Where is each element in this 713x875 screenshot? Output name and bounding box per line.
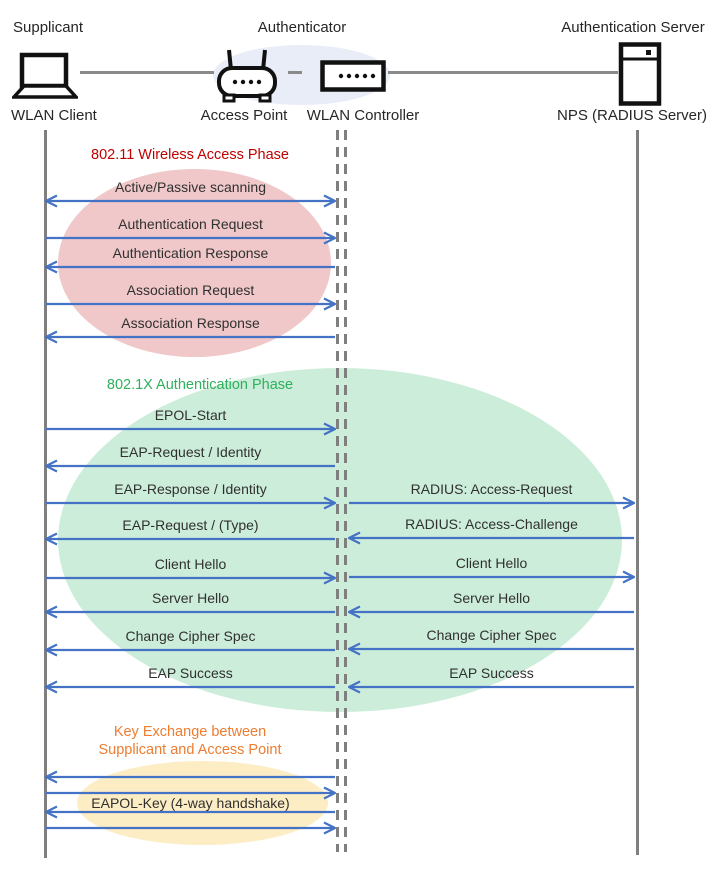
device-wlan-controller: WLAN Controller — [306, 107, 420, 124]
message-arrow — [44, 605, 58, 619]
wlan-controller-icon — [320, 60, 386, 92]
message-arrow — [44, 532, 58, 546]
message-arrow — [323, 496, 337, 510]
connector-client-ap — [80, 71, 214, 74]
device-access-point: Access Point — [200, 107, 288, 124]
message-label: Active/Passive scanning — [115, 179, 266, 195]
message-label: EPOL-Start — [154, 407, 227, 423]
message-arrow — [323, 821, 337, 835]
key-exchange-title-line2: Supplicant and Access Point — [98, 742, 282, 758]
message-label: Authentication Request — [118, 216, 263, 232]
message-label: EAP-Response / Identity — [114, 481, 267, 497]
device-wlan-client: WLAN Client — [11, 107, 97, 124]
message-arrow — [622, 496, 636, 510]
message-arrow — [44, 330, 58, 344]
dot1x-phase-title: 802.1X Authentication Phase — [106, 377, 294, 393]
wireless-phase-title: 802.11 Wireless Access Phase — [91, 147, 289, 163]
message-label: Authentication Response — [112, 245, 269, 261]
lifeline-wlan-controller-left — [336, 130, 339, 852]
message-arrow — [323, 231, 337, 245]
message-label: Server Hello — [151, 590, 230, 606]
server-icon — [618, 42, 662, 106]
message-arrow — [44, 805, 58, 819]
message-label: Association Response — [121, 315, 260, 331]
message-arrow — [44, 260, 58, 274]
role-authenticator: Authenticator — [257, 19, 347, 36]
message-label: EAP-Request / (Type) — [122, 517, 259, 533]
message-label: Client Hello — [154, 556, 227, 572]
device-nps: NPS (RADIUS Server) — [556, 107, 708, 124]
connector-ap-controller — [288, 71, 302, 74]
message-label: Server Hello — [452, 590, 531, 606]
message-label: Change Cipher Spec — [125, 628, 256, 644]
role-supplicant: Supplicant — [13, 19, 84, 36]
message-arrow — [347, 680, 361, 694]
message-label: RADIUS: Access-Challenge — [405, 516, 578, 532]
message-arrow — [44, 459, 58, 473]
message-arrow — [323, 786, 337, 800]
key-exchange-phase-ellipse — [77, 761, 328, 845]
message-label: EAPOL-Key (4-way handshake) — [91, 795, 290, 811]
laptop-icon — [12, 52, 78, 99]
message-arrow — [323, 422, 337, 436]
message-label: Change Cipher Spec — [426, 627, 557, 643]
message-label: EAP-Request / Identity — [119, 444, 262, 460]
message-arrow — [347, 605, 361, 619]
message-arrow — [44, 643, 58, 657]
lifeline-nps — [636, 130, 639, 855]
message-arrow — [347, 531, 361, 545]
message-arrow — [323, 194, 337, 208]
access-point-icon — [217, 49, 277, 103]
key-exchange-phase-title: Key Exchange between Supplicant and Acce… — [60, 723, 320, 759]
message-label: Client Hello — [455, 555, 528, 571]
role-authentication-server: Authentication Server — [561, 19, 705, 36]
message-label: Association Request — [126, 282, 255, 298]
lifeline-wlan-client — [44, 130, 47, 858]
lifeline-wlan-controller-right — [344, 130, 347, 852]
message-arrow — [44, 770, 58, 784]
message-arrow — [622, 570, 636, 584]
message-arrow — [44, 194, 58, 208]
key-exchange-title-line1: Key Exchange between — [113, 724, 267, 740]
message-arrow — [323, 297, 337, 311]
message-arrow — [323, 571, 337, 585]
message-label: RADIUS: Access-Request — [410, 481, 573, 497]
connector-controller-server — [388, 71, 618, 74]
message-arrow — [44, 680, 58, 694]
message-arrow — [347, 642, 361, 656]
message-label: EAP Success — [148, 665, 233, 681]
message-label: EAP Success — [449, 665, 534, 681]
